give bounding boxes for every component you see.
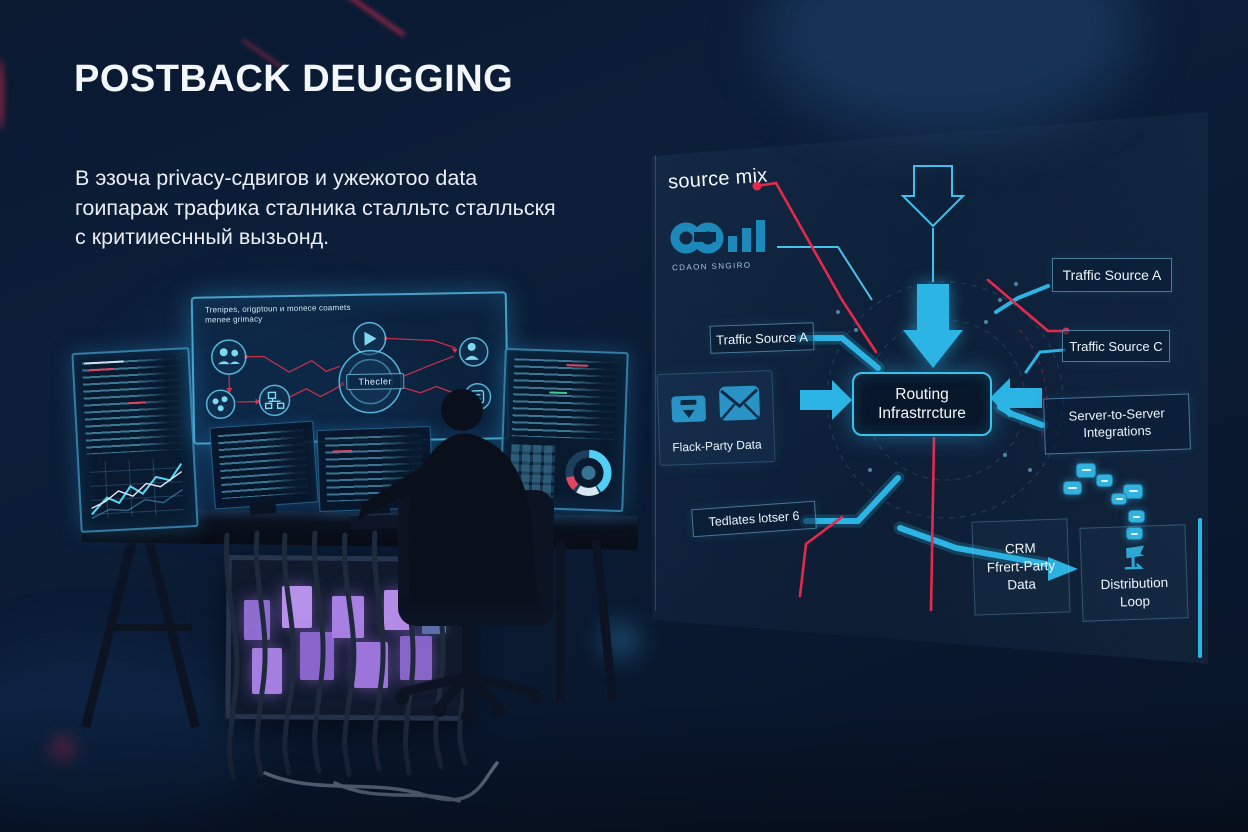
flowchart-icon (264, 391, 285, 410)
person-arm (358, 462, 438, 520)
right-arrow-icon (800, 380, 852, 420)
people-icon (217, 348, 240, 365)
bar-chart-logo-icon (670, 220, 765, 254)
crm-first-party-box: CRM Ffrert-Party Data (971, 518, 1071, 616)
desk-leg (112, 624, 192, 631)
distribution-loop-box: Distribution Loop (1079, 524, 1189, 622)
person-torso (408, 433, 538, 602)
chat-bubble-icon (1123, 484, 1143, 499)
red-dot (752, 181, 762, 191)
person-silhouette (358, 389, 554, 723)
person-head (441, 389, 483, 431)
panel-left-edge (655, 155, 656, 611)
donut-chart (565, 449, 612, 496)
mailbox-icon (671, 395, 706, 423)
chat-bubble-icon (1111, 493, 1127, 505)
outline-down-arrow-icon (900, 165, 966, 228)
group-icon (212, 396, 228, 412)
routing-infrastructure-box: Routing Infrastrrcture (852, 372, 992, 436)
flow-network (205, 321, 492, 420)
distribution-arrow-icon (1048, 557, 1078, 581)
intro-line: В эзоча privacy-сдвигов и ужежотоо data (75, 166, 478, 190)
intro-line: с критииеснный вызьонд. (75, 225, 330, 250)
traffic-source-a-right-box: Traffic Source A (1052, 258, 1172, 292)
big-down-arrow-icon (903, 284, 963, 368)
chat-bubble-icon (1126, 527, 1143, 540)
red-flow-line (755, 181, 1068, 612)
left-monitor (71, 347, 199, 533)
left-arrow-icon (990, 378, 1042, 418)
play-icon (364, 331, 377, 346)
chat-bubble-icon (1076, 463, 1096, 478)
line-chart (89, 459, 184, 519)
desk-leg (556, 542, 565, 702)
center-monitor: Trenipes, origptoun и monece coamets men… (190, 291, 510, 445)
constellation-dots (836, 282, 1032, 472)
server-to-server-box: Server-to-Server Integrations (1043, 393, 1191, 455)
red-streak (0, 58, 4, 130)
intro-paragraph: В эзоча privacy-сдвигов и ужежотоо data … (75, 164, 635, 253)
intro-line: гоипараж трафика сталника сталльтс сталл… (75, 195, 556, 220)
rack-panel (400, 636, 432, 680)
chat-bubble-icon (1128, 510, 1145, 523)
person-a-icon (464, 342, 479, 360)
chat-bubble-icon (1063, 481, 1082, 495)
rack-panel (300, 632, 334, 680)
traffic-source-a-left-box: Traffic Source A (709, 322, 815, 354)
cyan-thin-line (777, 246, 873, 301)
envelope-icon (719, 385, 760, 421)
traffic-source-c-box: Traffic Source C (1062, 330, 1170, 362)
chat-bubble-icon (1096, 474, 1113, 487)
first-party-data-card: Flack-Party Data (656, 370, 776, 466)
right-monitor (499, 347, 629, 513)
flag-icon (1124, 545, 1145, 570)
first-party-caption: Flack-Party Data (672, 437, 762, 455)
page-title: POSTBACK DEUGGING (74, 58, 514, 100)
chair-base (399, 671, 539, 715)
cyan-flow-line (797, 284, 1202, 658)
floor-vignette (0, 700, 1248, 832)
